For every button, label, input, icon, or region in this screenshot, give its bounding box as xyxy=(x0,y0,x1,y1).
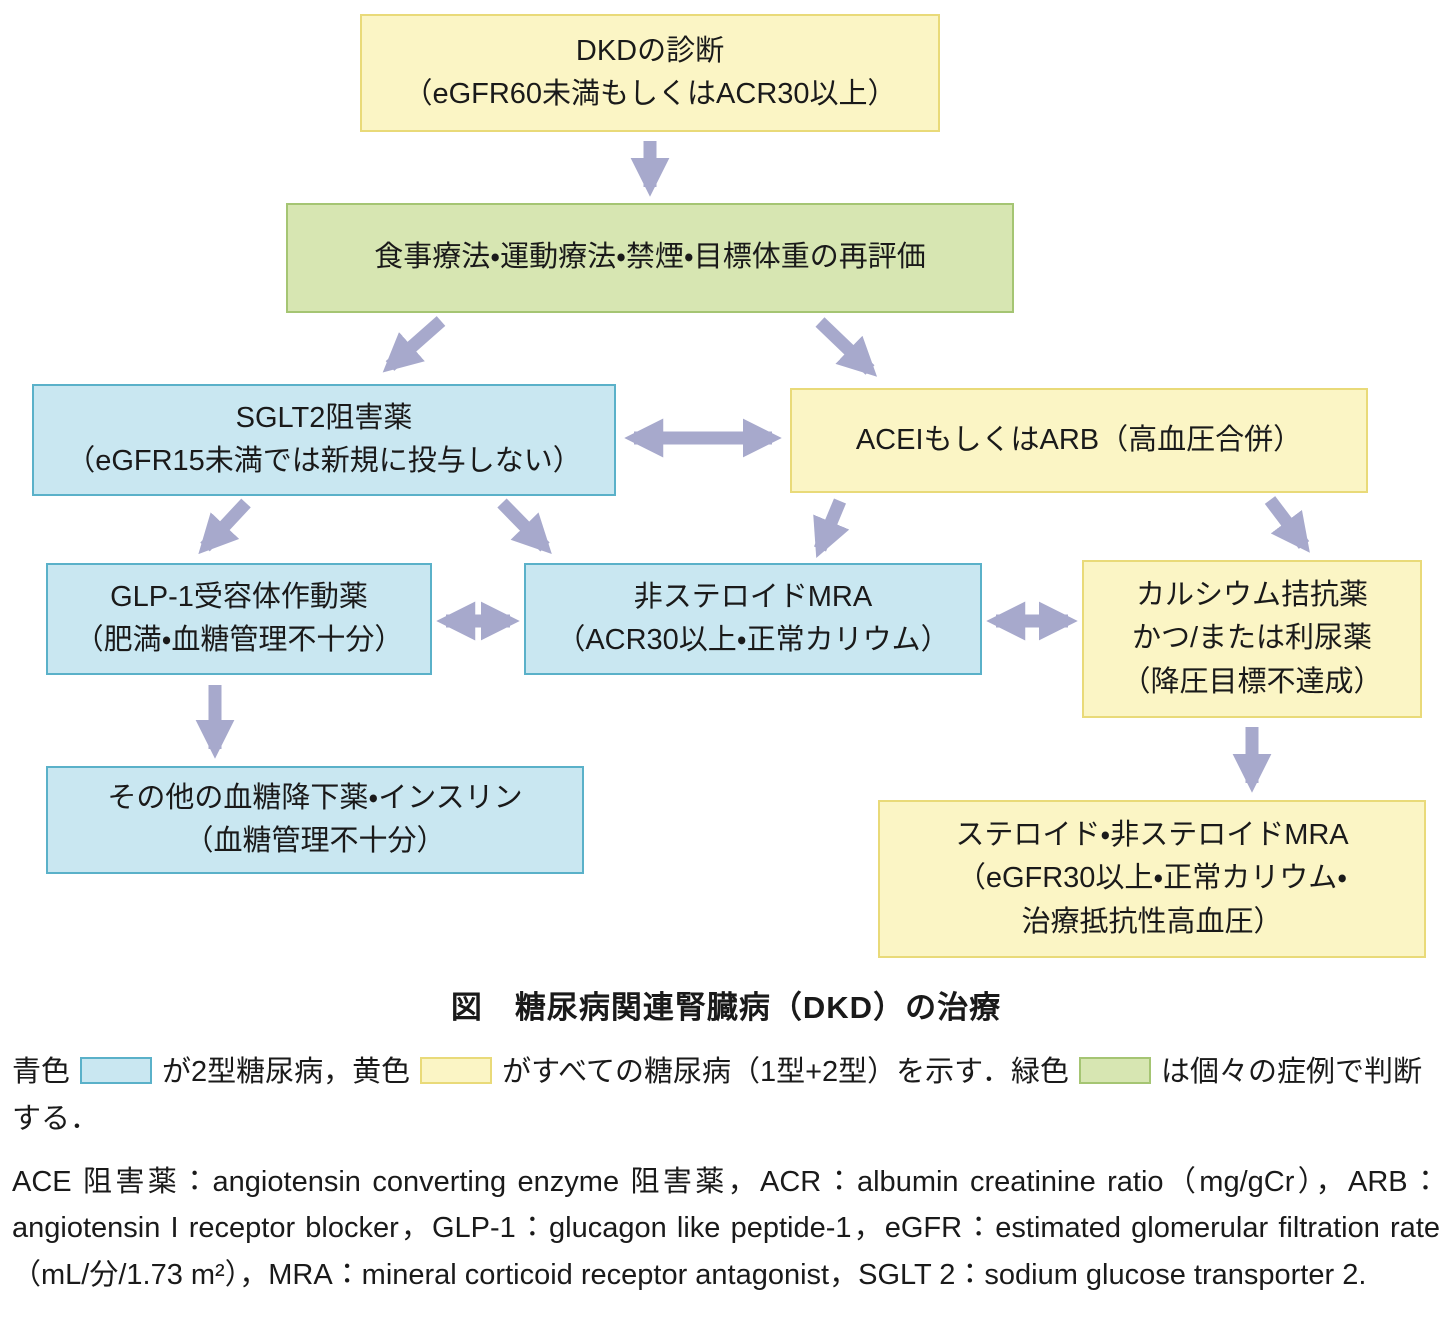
arrow-lifestyle-to-sglt2 xyxy=(382,316,446,373)
box-steroidal-nonsteroidal-mra: ステロイド・非ステロイドMRA （eGFR30以上・正常カリウム・ 治療抵抗性高… xyxy=(878,800,1426,958)
figure-notes: 図 糖尿病関連腎臓病（DKD）の治療 青色 が2型糖尿病，黄色 がすべての糖尿病（1… xyxy=(12,982,1440,1298)
legend: 青色 が2型糖尿病，黄色 がすべての糖尿病（1型+2型）を示す．緑色は個々の症例で判… xyxy=(12,1049,1440,1143)
legend-blue-label: 青色 xyxy=(12,1056,71,1088)
arrow-sglt2-to-glp1 xyxy=(198,498,251,555)
box-dkd-diagnosis: DKDの診断 （eGFR60未満もしくはACR30以上） xyxy=(360,14,940,132)
legend-after-blue: が2型糖尿病，黄色 xyxy=(162,1056,411,1088)
box-ccb-diuretic: カルシウム拮抗薬 かつ/または利尿薬 （降圧目標不達成） xyxy=(1082,560,1422,718)
legend-swatch-green xyxy=(1079,1057,1151,1084)
abbreviations: ACE 阻害薬：angiotensin converting enzyme 阻害… xyxy=(12,1165,1440,1291)
arrow-acei-to-mra xyxy=(813,498,850,558)
legend-swatch-blue xyxy=(80,1057,153,1084)
box-acei-arb: ACEIもしくはARB（高血圧合併） xyxy=(790,388,1368,493)
legend-swatch-yellow xyxy=(420,1057,493,1084)
legend-after-green: は個々の症例で判断する． xyxy=(12,1056,1423,1135)
arrow-sglt2-to-mra xyxy=(497,498,552,554)
legend-after-yellow: がすべての糖尿病（1型+2型）を示す．緑色 xyxy=(502,1056,1069,1088)
arrow-lifestyle-to-acei xyxy=(815,317,878,377)
box-lifestyle-reassessment: 食事療法・運動療法・禁煙・目標体重の再評価 xyxy=(286,203,1014,313)
box-sglt2-inhibitor: SGLT2阻害薬 （eGFR15未満では新規に投与しない） xyxy=(32,384,616,496)
figure-caption: 図 糖尿病関連腎臓病（DKD）の治療 xyxy=(450,990,1002,1025)
arrow-acei-to-ccb xyxy=(1264,496,1310,553)
flow-arrows xyxy=(195,141,1310,793)
box-nonsteroidal-mra: 非ステロイドMRA （ACR30以上・正常カリウム） xyxy=(524,563,982,675)
box-other-glucose-lowering: その他の血糖降下薬・インスリン （血糖管理不十分） xyxy=(46,766,584,874)
box-glp1-agonist: GLP-1受容体作動薬 （肥満・血糖管理不十分） xyxy=(46,563,432,675)
